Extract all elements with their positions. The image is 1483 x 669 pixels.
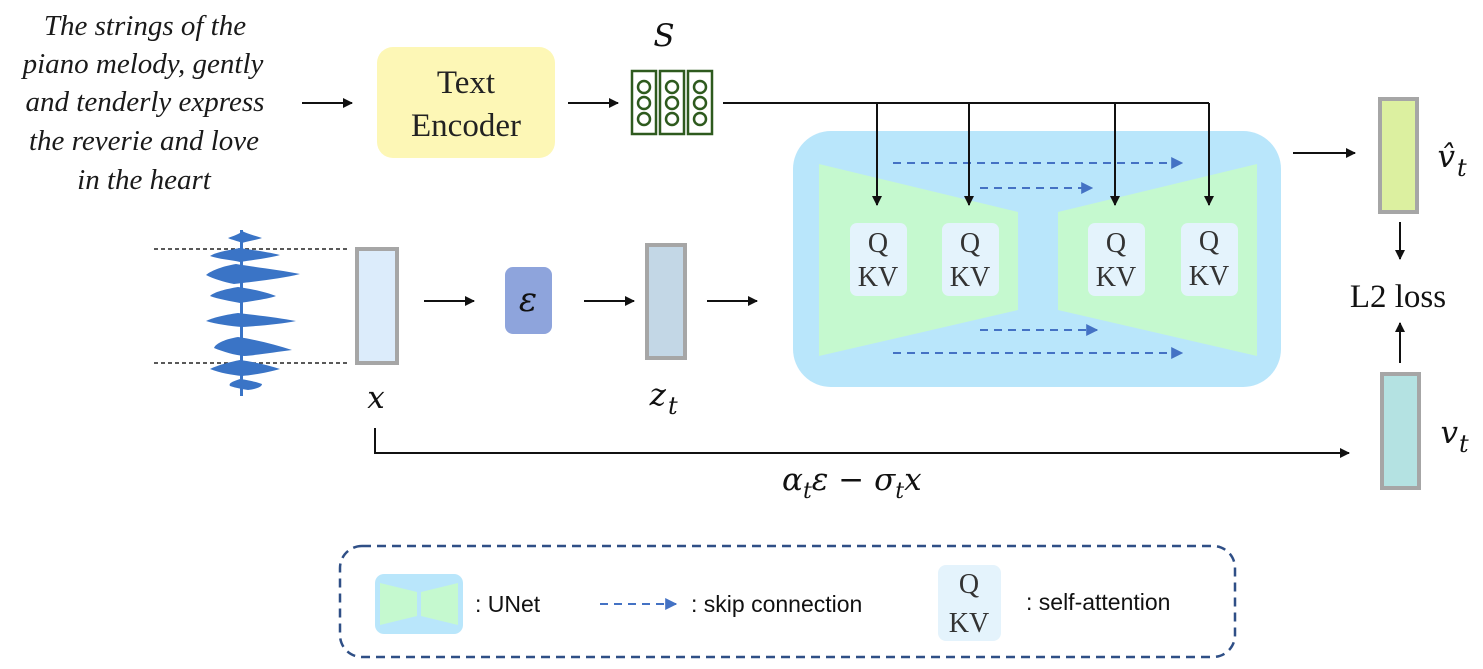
unet-skip-connections: [893, 157, 1184, 359]
target-v-subscript: t: [1459, 430, 1469, 458]
text-embedding-s: [630, 69, 714, 136]
legend-attention-q: Q: [959, 569, 979, 600]
legend-attention-label: : self-attention: [1026, 589, 1170, 615]
prompt-line-1: The strings of the: [44, 10, 246, 42]
x-to-target-arrow: [374, 428, 1350, 458]
latent-z-label: z: [649, 377, 667, 413]
target-v-bar: [1380, 372, 1421, 490]
attention-q-label: Q: [1106, 228, 1126, 259]
predicted-v-label: v̂: [1437, 139, 1455, 175]
audio-waveform: [154, 230, 349, 396]
prompt-line-4: the reverie and love: [29, 125, 259, 157]
unet-decoder-half: [1058, 164, 1257, 356]
legend-border: [338, 544, 1237, 659]
predicted-v-subscript: t: [1457, 154, 1467, 182]
vae-encoder-box: [505, 267, 552, 334]
target-v-label: v: [1440, 415, 1458, 451]
attention-q-label: Q: [1199, 226, 1219, 257]
text-encoder-block: Text Encoder: [377, 47, 555, 158]
legend-attention-icon: Q KV: [938, 565, 1001, 641]
text-prompt: The strings of the piano melody, gently …: [21, 10, 265, 196]
legend-attention-kv: KV: [949, 608, 989, 639]
prompt-line-3: and tenderly express: [26, 86, 265, 118]
cross-conditioning-lines: [723, 102, 1214, 206]
legend-unet-icon: [375, 574, 463, 634]
attention-kv-label: KV: [1189, 261, 1229, 292]
attention-block-2: Q KV: [942, 223, 999, 296]
text-encoder-label-line2: Encoder: [411, 108, 521, 144]
legend-unet-label: : UNet: [475, 591, 541, 617]
predicted-v-bar: [1378, 97, 1419, 214]
text-encoder-box: [377, 47, 555, 158]
prompt-line-2: piano melody, gently: [21, 48, 264, 80]
unet-encoder-half: [819, 164, 1018, 356]
embedding-label-s: S: [653, 18, 674, 54]
attention-block-1: Q KV: [850, 223, 907, 296]
prompt-line-5: in the heart: [77, 164, 212, 196]
attention-kv-label: KV: [1096, 262, 1136, 293]
target-formula: αtε − σtx: [782, 462, 922, 504]
vae-encoder-symbol: ε: [519, 280, 537, 320]
legend: : UNet : skip connection Q KV : self-att…: [338, 544, 1237, 659]
legend-skip-label: : skip connection: [691, 591, 862, 617]
attention-block-3: Q KV: [1088, 223, 1145, 296]
attention-block-4: Q KV: [1181, 223, 1238, 296]
input-x-label: x: [367, 380, 385, 416]
attention-q-label: Q: [868, 228, 888, 259]
latent-z-subscript: t: [668, 392, 678, 420]
text-encoder-label-line1: Text: [437, 65, 495, 101]
attention-kv-label: KV: [858, 262, 898, 293]
l2-loss-label: L2 loss: [1350, 279, 1446, 315]
attention-q-label: Q: [960, 228, 980, 259]
latent-z-bar: [645, 243, 687, 360]
input-x-bar: [355, 247, 399, 365]
attention-kv-label: KV: [950, 262, 990, 293]
